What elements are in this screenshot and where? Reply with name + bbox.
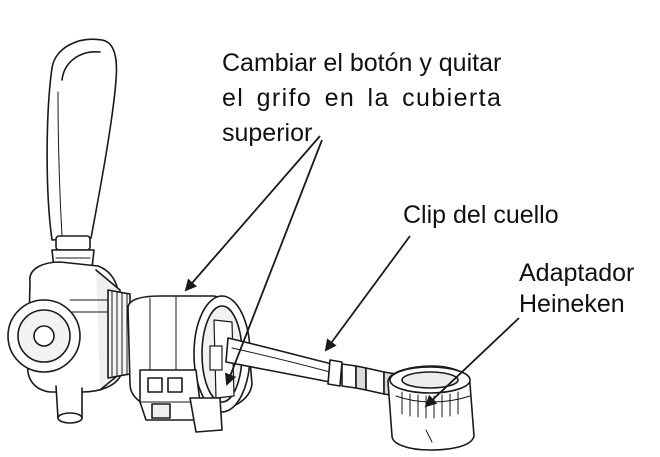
- neck-clip: [327, 359, 397, 397]
- faucet-body: [7, 261, 123, 424]
- label-change-line-1: Cambiar el botón y quitar: [222, 49, 502, 77]
- arrow-to-neck-clip: [324, 235, 411, 352]
- label-change-line-3: superior: [222, 119, 313, 147]
- heineken-adapter: [387, 365, 475, 451]
- tap-handle: [46, 38, 118, 269]
- label-heineken-adapter: Adaptador Heineken: [519, 258, 634, 320]
- connector-block: [139, 369, 223, 433]
- label-neck-clip: Clip del cuello: [403, 201, 559, 229]
- label-adapter-line-2: Heineken: [519, 290, 625, 318]
- arrow-to-housing: [184, 135, 321, 292]
- arrow-to-adapter: [424, 317, 520, 408]
- label-change-button: Cambiar el botón y quitar el grifo en la…: [222, 46, 502, 151]
- label-change-line-2: el grifo en la cubierta: [222, 84, 503, 112]
- arrow-to-button: [225, 139, 323, 386]
- label-adapter-line-1: Adaptador: [519, 259, 635, 287]
- leader-arrows: [184, 135, 520, 408]
